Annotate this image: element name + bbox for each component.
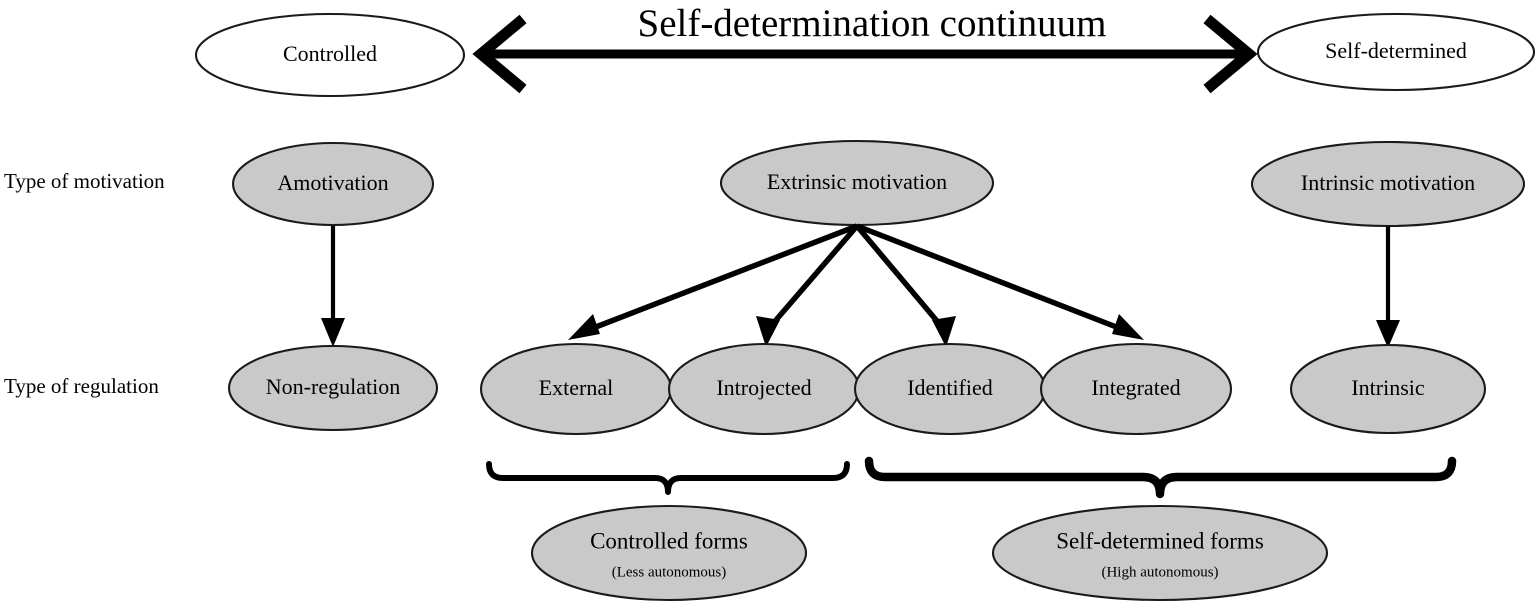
self-determined-forms-sublabel: (High autonomous) (1101, 564, 1218, 580)
row-label-type-of-regulation: Type of regulation (4, 374, 159, 398)
arrow-external-shaft (587, 223, 858, 333)
extrinsic-motivation-label: Extrinsic motivation (767, 169, 947, 194)
node-self-determined-forms: Self-determined forms (High autonomous) (991, 504, 1329, 602)
amotivation-label: Amotivation (277, 170, 388, 195)
node-intrinsic: Intrinsic (1289, 343, 1487, 435)
intrinsic-motivation-label: Intrinsic motivation (1301, 170, 1475, 195)
arrow-amotivation-to-non-regulation (321, 226, 345, 347)
controlled-forms-sublabel: (Less autonomous) (612, 564, 727, 580)
node-integrated: Integrated (1039, 342, 1233, 436)
non-regulation-ellipse (227, 344, 439, 432)
brace-self-determined-forms (864, 456, 1457, 499)
arrow-extrinsic-to-identified (854, 224, 956, 347)
amotivation-ellipse (231, 141, 435, 227)
node-amotivation: Amotivation (231, 141, 435, 227)
node-external: External (479, 342, 673, 436)
row-label-type-of-motivation: Type of motivation (4, 169, 165, 193)
arrow-extrinsic-to-introjected (756, 224, 860, 347)
arrow-identified-shaft (854, 224, 945, 329)
continuum-arrow-right-head (1203, 14, 1258, 94)
introjected-label: Introjected (716, 375, 811, 400)
controlled-forms-label: Controlled forms (590, 528, 748, 553)
arrow-extrinsic-to-external (568, 223, 858, 340)
arrow-integrated-head (1112, 314, 1144, 340)
controlled-pole-ellipse (194, 12, 466, 98)
self-determined-pole-label: Self-determined (1325, 38, 1467, 63)
brace-controlled-forms (486, 461, 850, 495)
node-controlled-forms: Controlled forms (Less autonomous) (530, 504, 808, 602)
integrated-label: Integrated (1091, 375, 1180, 400)
arrow-amotivation-head (321, 318, 345, 347)
arrow-integrated-shaft (856, 223, 1125, 333)
controlled-forms-ellipse (530, 504, 808, 602)
intrinsic-ellipse (1289, 343, 1487, 435)
node-intrinsic-motivation: Intrinsic motivation (1250, 140, 1526, 228)
arrow-intrinsic-motivation-to-intrinsic (1376, 226, 1400, 348)
node-extrinsic-motivation: Extrinsic motivation (719, 139, 995, 227)
extrinsic-motivation-ellipse (719, 139, 995, 227)
identified-label: Identified (907, 375, 993, 400)
node-identified: Identified (853, 342, 1047, 436)
arrow-introjected-shaft (767, 224, 860, 329)
arrow-identified-head (932, 316, 956, 347)
self-determined-forms-ellipse (991, 504, 1329, 602)
arrow-introjected-head (756, 316, 780, 347)
external-label: External (539, 375, 614, 400)
arrow-intrinsic-head (1376, 320, 1400, 348)
continuum-title: Self-determination continuum (638, 2, 1107, 45)
node-self-determined-pole: Self-determined (1256, 12, 1535, 92)
node-introjected: Introjected (667, 342, 861, 436)
controlled-pole-label: Controlled (283, 41, 377, 66)
node-non-regulation: Non-regulation (227, 344, 439, 432)
continuum-arrow-left-head (472, 14, 527, 94)
self-determined-forms-label: Self-determined forms (1056, 528, 1264, 553)
non-regulation-label: Non-regulation (266, 374, 400, 399)
intrinsic-label: Intrinsic (1351, 375, 1425, 400)
node-controlled-pole: Controlled (194, 12, 466, 98)
arrow-extrinsic-to-integrated (856, 223, 1144, 340)
self-determined-pole-ellipse (1256, 12, 1535, 92)
integrated-ellipse (1039, 342, 1233, 436)
arrow-external-head (568, 314, 600, 340)
